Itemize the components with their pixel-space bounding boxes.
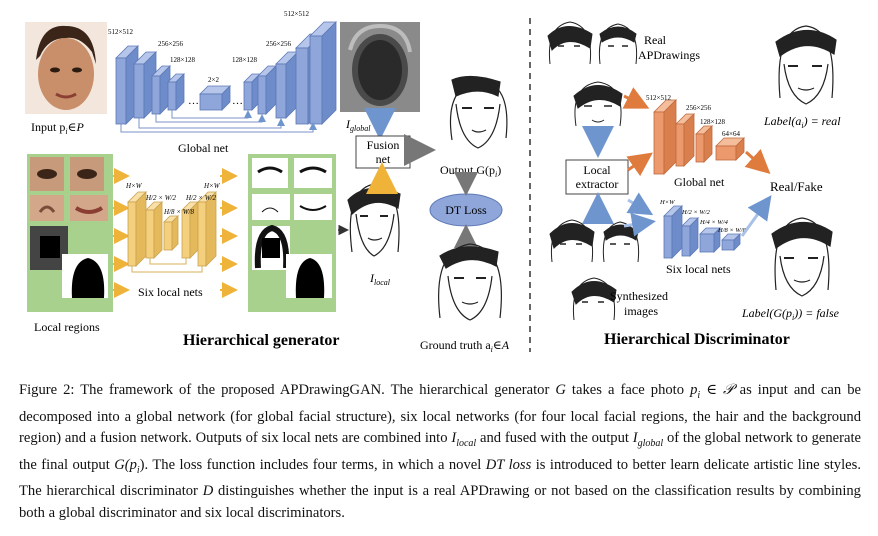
- synthesized-thumbs: [549, 219, 640, 321]
- global-net-gen-label: Global net: [178, 141, 229, 155]
- real-apdrawing-thumbs: [547, 21, 638, 65]
- svg-text:images: images: [624, 304, 658, 318]
- dim-hw8: H/8 × W/8: [163, 208, 194, 216]
- caption-text-4: as input and can be decomposed into a gl…: [19, 382, 861, 447]
- real-fake-label: Real/Fake: [770, 179, 823, 194]
- label-false-text: Label(G(pi)) = false: [741, 306, 840, 322]
- ddim-256: 256×256: [686, 104, 711, 112]
- ground-truth-label: Ground truth ai∈A: [420, 338, 510, 354]
- caption-var-iglobal-sub: global: [637, 438, 664, 449]
- svg-text:DT Loss: DT Loss: [445, 203, 487, 217]
- local-regions-label: Local regions: [34, 320, 100, 334]
- svg-text:Synthesized: Synthesized: [610, 289, 668, 303]
- global-net-discriminator: [653, 99, 745, 175]
- svg-text:Iglobal: Iglobal: [345, 117, 371, 133]
- local-region-crops: [30, 157, 108, 298]
- real-drawing-sample: [573, 81, 623, 127]
- caption-text-5: and fused with the output: [476, 430, 633, 447]
- caption-text-1: Figure 2: The framework of the proposed …: [19, 382, 556, 398]
- caption-var-iglobal: I: [632, 430, 638, 447]
- caption-text-3: ∈: [700, 382, 724, 398]
- caption-text-2: takes a face photo: [565, 382, 691, 398]
- input-photo: [25, 22, 107, 114]
- dim-2: 2×2: [208, 76, 219, 84]
- dim-256: 256×256: [158, 40, 183, 48]
- output-drawing: [449, 75, 508, 149]
- local-output-crops: [252, 158, 332, 298]
- figure-caption: Figure 2: The framework of the proposed …: [19, 380, 861, 524]
- dim-256b: 256×256: [266, 40, 291, 48]
- output-label: Output G(pi): [440, 163, 501, 179]
- i-local-drawing: [347, 183, 401, 257]
- hierarchical-generator-title: Hierarchical generator: [183, 332, 340, 349]
- dim-512: 512×512: [108, 28, 133, 36]
- caption-text-9: distinguishes whether the input is a rea…: [19, 483, 861, 521]
- svg-text:Real: Real: [644, 33, 667, 47]
- caption-dt-loss: DT loss: [485, 456, 532, 473]
- dim-hw2: H/2 × W/2: [145, 194, 176, 202]
- caption-var-g: G: [555, 382, 566, 398]
- six-local-nets-generator: [127, 191, 217, 267]
- i-global-image: [340, 22, 420, 112]
- caption-var-gp: G(p: [114, 456, 137, 473]
- six-local-nets-disc-label: Six local nets: [666, 262, 731, 276]
- caption-var-ilocal: I: [451, 430, 457, 447]
- caption-var-pi-sub: i: [697, 389, 701, 401]
- label-real-drawing: [775, 25, 837, 105]
- ddim-128: 128×128: [700, 118, 725, 126]
- caption-var-gp-end: ): [139, 456, 145, 473]
- caption-text-8: is introduced to better learn delicate a…: [19, 456, 861, 500]
- ddim-64: 64×64: [722, 130, 740, 138]
- dim-512b: 512×512: [284, 10, 309, 18]
- label-real-text: Label(ai) = real: [763, 114, 841, 130]
- dim-128b: 128×128: [232, 56, 257, 64]
- svg-text:…: …: [188, 95, 199, 107]
- ddim-hw: H×W: [659, 199, 675, 206]
- dim-hwb: H×W: [203, 182, 221, 190]
- ddim-512: 512×512: [646, 94, 671, 102]
- input-label: Input pi∈P: [31, 120, 84, 136]
- global-net-disc-label: Global net: [674, 175, 725, 189]
- ddim-hw8: H/8 × W/8: [717, 227, 747, 234]
- svg-text:APDrawings: APDrawings: [638, 48, 700, 62]
- global-net-generator: [115, 21, 337, 125]
- svg-text:Fusion: Fusion: [367, 138, 400, 152]
- caption-text-7: . The loss function includes four terms,…: [144, 456, 486, 473]
- local-extractor-box: [565, 159, 629, 195]
- six-local-nets-gen-label: Six local nets: [138, 285, 203, 299]
- svg-text:Local: Local: [583, 163, 611, 177]
- framework-diagram: Input pi∈P … …: [25, 10, 841, 354]
- ddim-hw2: H/2 × W/2: [681, 209, 711, 216]
- dim-hw: H×W: [125, 182, 143, 190]
- svg-text:net: net: [376, 152, 391, 166]
- dim-128: 128×128: [170, 56, 195, 64]
- caption-var-p: 𝒫: [723, 382, 734, 398]
- caption-var-d: D: [202, 483, 214, 500]
- caption-text-6: of the global network to generate the fi…: [19, 430, 861, 473]
- svg-text:extractor: extractor: [576, 177, 619, 191]
- framework-figure: Input pi∈P … …: [25, 10, 841, 354]
- label-false-drawing: [771, 217, 833, 297]
- six-local-nets-discriminator: [663, 205, 741, 259]
- ground-truth-drawing: [438, 243, 502, 321]
- dim-hw2b: H/2 × W/2: [185, 194, 216, 202]
- svg-text:…: …: [232, 95, 243, 107]
- caption-var-pi: p: [690, 382, 698, 398]
- caption-var-ilocal-sub: local: [456, 438, 477, 449]
- caption-var-gp-sub: i: [136, 464, 140, 476]
- ddim-hw4: H/4 × W/4: [699, 219, 729, 226]
- hierarchical-discriminator-title: Hierarchical Discriminator: [604, 331, 790, 348]
- skip-connections: [120, 110, 317, 133]
- svg-text:Ilocal: Ilocal: [369, 271, 391, 287]
